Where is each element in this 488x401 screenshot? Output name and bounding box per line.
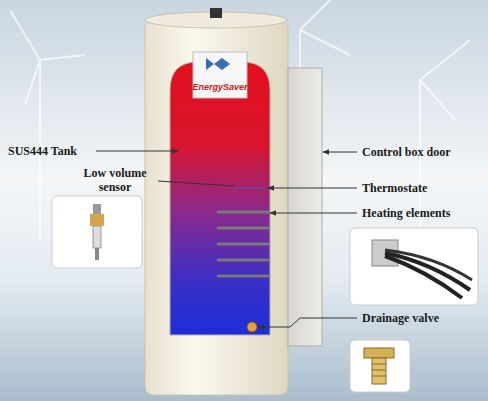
logo-mark [206, 58, 230, 70]
heating-coils [218, 212, 268, 276]
part-name: Low volume sensor [75, 166, 155, 194]
tank-body [145, 20, 288, 395]
element-icon [372, 240, 472, 298]
part-name: Thermostate [362, 181, 427, 195]
part-name: Control box door [362, 145, 450, 159]
tank-interior [170, 62, 270, 335]
control-box [288, 68, 322, 346]
element-photo [350, 228, 478, 305]
valve-icon [364, 348, 394, 384]
drain-valve [247, 322, 257, 332]
sensor-photo [52, 196, 142, 268]
part-name: Heating elements [362, 206, 450, 220]
thermostat-rod [234, 187, 266, 189]
brand-logo: EnergySaver [190, 80, 250, 94]
part-name: SUS444 Tank [8, 144, 77, 158]
top-fitting [210, 8, 222, 18]
sensor-icon [90, 204, 104, 260]
valve-photo [350, 340, 410, 392]
part-name: Drainage valve [362, 311, 439, 325]
